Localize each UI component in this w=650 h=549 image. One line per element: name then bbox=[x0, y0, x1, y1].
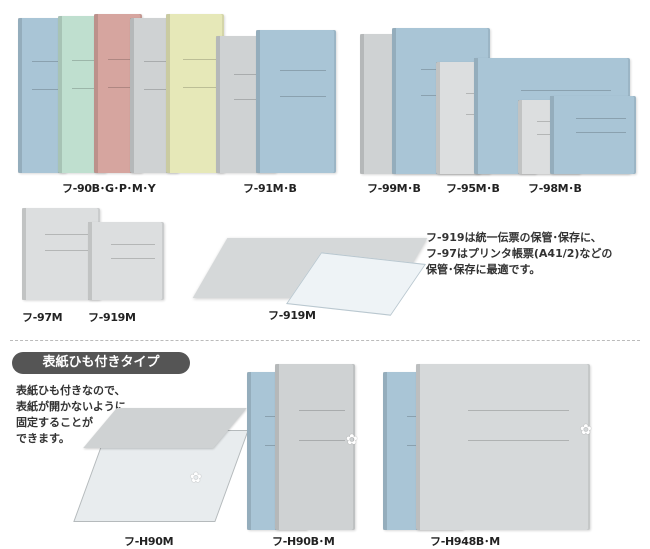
label-f97: フ-97M bbox=[22, 311, 63, 324]
ribbon-icon: ✿ bbox=[190, 470, 202, 486]
note-line: 表紙ひも付きなので、 bbox=[16, 384, 126, 397]
note-line: 表紙が開かないように bbox=[16, 400, 126, 413]
label-f98: フ-98M･B bbox=[528, 182, 582, 195]
note-line: 固定することが bbox=[16, 416, 93, 429]
label-f95: フ-95M･B bbox=[446, 182, 500, 195]
folder-h90-grey bbox=[275, 364, 355, 530]
folder-f97 bbox=[22, 208, 100, 300]
folder-h948-grey bbox=[416, 364, 590, 530]
label-h90b: フ-H90B･M bbox=[272, 535, 335, 548]
label-h90m: フ-H90M bbox=[124, 535, 174, 548]
label-f91: フ-91M･B bbox=[243, 182, 297, 195]
folder-f91-blue bbox=[256, 30, 336, 173]
folder-f90-yellow bbox=[166, 14, 224, 173]
label-h948: フ-H948B･M bbox=[430, 535, 500, 548]
folder-f919 bbox=[88, 222, 164, 300]
note-line: できます。 bbox=[16, 432, 70, 445]
ribbon-icon: ✿ bbox=[580, 422, 592, 438]
folder-f98-blue bbox=[550, 96, 636, 174]
string-type-badge: 表紙ひも付きタイプ bbox=[12, 352, 190, 374]
section-divider bbox=[10, 340, 640, 341]
note-919: フ-919は統一伝票の保管･保存に、 フ-97はプリンタ帳票(A41/2)などの… bbox=[426, 230, 612, 278]
note-line: フ-97はプリンタ帳票(A41/2)などの bbox=[426, 247, 613, 260]
note-line: 保管･保存に最適です。 bbox=[426, 263, 541, 276]
note-line: フ-919は統一伝票の保管･保存に、 bbox=[426, 231, 602, 244]
ribbon-icon: ✿ bbox=[346, 432, 358, 448]
label-f99: フ-99M･B bbox=[367, 182, 421, 195]
label-f919: フ-919M bbox=[88, 311, 136, 324]
note-string: 表紙ひも付きなので、 表紙が開かないように 固定することが できます。 bbox=[16, 383, 126, 447]
label-f90: フ-90B･G･P･M･Y bbox=[62, 182, 156, 195]
label-f919-open: フ-919M bbox=[268, 309, 316, 322]
